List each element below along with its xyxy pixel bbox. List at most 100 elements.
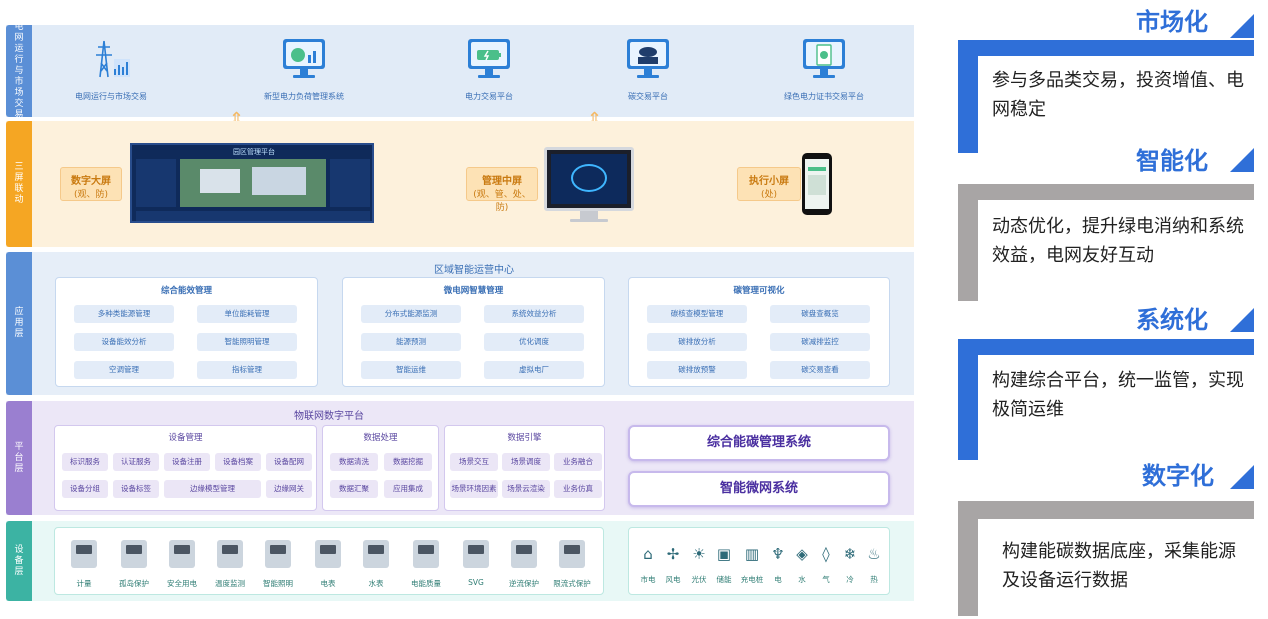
relay-icon xyxy=(121,540,147,568)
device-smart-lighting[interactable]: 智能照明 xyxy=(255,540,301,589)
card-systematization: 构建综合平台，统一监管，实现极简运维 xyxy=(958,339,1254,460)
energy-water[interactable]: ◈水 xyxy=(789,544,815,585)
platform-item[interactable]: 设备标签 xyxy=(113,480,159,498)
panel-data-engine: 数据引擎 场景交互 场景调度 业务融合 场景环境因素 场景云渲染 业务仿真 xyxy=(444,425,605,511)
app-item[interactable]: 碳减排监控 xyxy=(770,333,870,351)
three-screen-layer: 三屏联动 数字大屏(观、防) 园区管理平台 管理中屏(观、管、处、防) 执行小屏… xyxy=(6,121,914,247)
platform-item[interactable]: 业务融合 xyxy=(554,453,602,471)
platform-item[interactable]: 数据挖掘 xyxy=(384,453,432,471)
panel-carbon: 碳管理可视化 碳核查模型管理 碳盘查概览 碳排放分析 碳减排监控 碳排放预警 碳… xyxy=(628,277,890,387)
monitor-certificate-icon xyxy=(801,37,847,81)
energy-grid[interactable]: ⌂市电 xyxy=(635,544,661,585)
platform-item[interactable]: 场景环境因素 xyxy=(450,480,498,498)
energy-cold[interactable]: ❄冷 xyxy=(837,544,863,585)
app-item[interactable]: 碳交易查看 xyxy=(770,361,870,379)
big-screen-tag: 数字大屏(观、防) xyxy=(60,167,122,201)
platform-item[interactable]: 业务仿真 xyxy=(554,480,602,498)
system-carbon-trading[interactable]: 碳交易平台 xyxy=(583,37,713,102)
dashboard-title: 园区管理平台 xyxy=(233,148,275,156)
app-item[interactable]: 碳排放预警 xyxy=(647,361,747,379)
system-load-management[interactable]: 新型电力负荷管理系统 xyxy=(239,37,369,102)
device-temperature[interactable]: 温度监测 xyxy=(207,540,253,589)
platform-item[interactable]: 场景调度 xyxy=(502,453,550,471)
panel-microgrid: 微电网智慧管理 分布式能源监测 系统效益分析 能源预测 优化调度 智能运维 虚拟… xyxy=(342,277,605,387)
device-island-protection[interactable]: 孤岛保护 xyxy=(111,540,157,589)
platform-item[interactable]: 场景交互 xyxy=(450,453,498,471)
app-item[interactable]: 碳盘查概览 xyxy=(770,305,870,323)
app-item[interactable]: 空调管理 xyxy=(74,361,174,379)
device-safe-power[interactable]: 安全用电 xyxy=(159,540,205,589)
device-water-meter[interactable]: 水表 xyxy=(353,540,399,589)
energy-charger[interactable]: ▥充电桩 xyxy=(740,545,764,584)
campus-3d-view xyxy=(180,159,326,207)
device-electric-meter[interactable]: 电表 xyxy=(305,540,351,589)
energy-power[interactable]: ♆电 xyxy=(765,544,791,585)
platform-item[interactable]: 数据汇聚 xyxy=(330,480,378,498)
app-item[interactable]: 碳排放分析 xyxy=(647,333,747,351)
system-smart-microgrid-button[interactable]: 智能微网系统 xyxy=(628,471,890,507)
solar-panel-icon: ☀ xyxy=(692,545,706,563)
platform-item[interactable]: 设备配网 xyxy=(266,453,312,471)
app-item[interactable]: 设备能效分析 xyxy=(74,333,174,351)
panel-title: 数据处理 xyxy=(363,433,398,443)
card-marketization: 参与多品类交易，投资增值、电网稳定 xyxy=(958,40,1254,153)
wind-turbine-icon: ✢ xyxy=(666,545,680,563)
meter-icon xyxy=(71,540,97,568)
energy-gas[interactable]: ◊气 xyxy=(813,544,839,585)
grid-tower-icon: ⌂ xyxy=(643,545,653,563)
corner-triangle-icon xyxy=(1230,14,1254,38)
breaker-icon xyxy=(169,540,195,568)
system-power-trading[interactable]: 电力交易平台 xyxy=(424,37,554,102)
energy-wind[interactable]: ✢风电 xyxy=(660,544,686,585)
device-reverse-flow[interactable]: 逆流保护 xyxy=(501,540,547,589)
energy-heat[interactable]: ♨热 xyxy=(861,544,887,585)
platform-item[interactable]: 数据清洗 xyxy=(330,453,378,471)
platform-item[interactable]: 应用集成 xyxy=(384,480,432,498)
app-item[interactable]: 能源预测 xyxy=(361,333,461,351)
energy-solar[interactable]: ☀光伏 xyxy=(686,544,712,585)
app-item[interactable]: 指标管理 xyxy=(197,361,297,379)
big-screen-dashboard[interactable]: 园区管理平台 xyxy=(130,143,374,223)
app-item[interactable]: 智能照明管理 xyxy=(197,333,297,351)
small-screen-phone[interactable] xyxy=(802,153,832,215)
platform-item[interactable]: 边缘模型管理 xyxy=(164,480,261,498)
app-item[interactable]: 碳核查模型管理 xyxy=(647,305,747,323)
grid-market-layer: 电网运行与市场交易 电网运行与市场交易 新型电力负荷管理系统 xyxy=(6,22,914,120)
app-item[interactable]: 智能运维 xyxy=(361,361,461,379)
heading-marketization: 市场化 xyxy=(1136,8,1208,36)
water-meter-icon xyxy=(363,540,389,568)
platform-item[interactable]: 设备分组 xyxy=(62,480,108,498)
platform-item[interactable]: 设备注册 xyxy=(164,453,210,471)
platform-item[interactable]: 设备档案 xyxy=(215,453,261,471)
panel-data-processing: 数据处理 数据清洗 数据挖掘 数据汇聚 应用集成 xyxy=(322,425,439,511)
monitor-chart-icon xyxy=(281,37,327,81)
mid-screen-monitor[interactable] xyxy=(544,147,634,211)
svg-unit-icon xyxy=(463,540,489,568)
device-svg[interactable]: SVG xyxy=(453,540,499,587)
gas-icon: ◊ xyxy=(822,545,830,563)
platform-item[interactable]: 标识服务 xyxy=(62,453,108,471)
app-item[interactable]: 多种类能源管理 xyxy=(74,305,174,323)
application-layer: 应用层 区域智能运营中心 综合能效管理 多种类能源管理 单位能耗管理 设备能效分… xyxy=(6,252,914,395)
thermometer-device-icon xyxy=(217,540,243,568)
app-item[interactable]: 虚拟电厂 xyxy=(484,361,584,379)
app-item[interactable]: 单位能耗管理 xyxy=(197,305,297,323)
platform-item[interactable]: 认证服务 xyxy=(113,453,159,471)
platform-item[interactable]: 边缘网关 xyxy=(266,480,312,498)
panel-title: 综合能效管理 xyxy=(160,286,212,296)
system-grid-operation[interactable]: 电网运行与市场交易 xyxy=(46,37,176,102)
platform-item[interactable]: 场景云渲染 xyxy=(502,480,550,498)
app-item[interactable]: 分布式能源监测 xyxy=(361,305,461,323)
card-intelligence: 动态优化，提升绿电消纳和系统效益，电网友好互动 xyxy=(958,184,1254,301)
app-item[interactable]: 系统效益分析 xyxy=(484,305,584,323)
device-current-limit[interactable]: 限流式保护 xyxy=(549,540,595,589)
system-green-certificate[interactable]: 绿色电力证书交易平台 xyxy=(759,37,889,102)
panel-title: 设备管理 xyxy=(168,433,203,443)
system-energy-carbon-button[interactable]: 综合能碳管理系统 xyxy=(628,425,890,461)
device-metering[interactable]: 计量 xyxy=(61,540,107,589)
energy-storage[interactable]: ▣储能 xyxy=(711,544,737,585)
app-item[interactable]: 优化调度 xyxy=(484,333,584,351)
power-tower-icon xyxy=(88,37,134,81)
device-power-quality[interactable]: 电能质量 xyxy=(403,540,449,589)
layer-tag: 应用层 xyxy=(6,252,32,395)
